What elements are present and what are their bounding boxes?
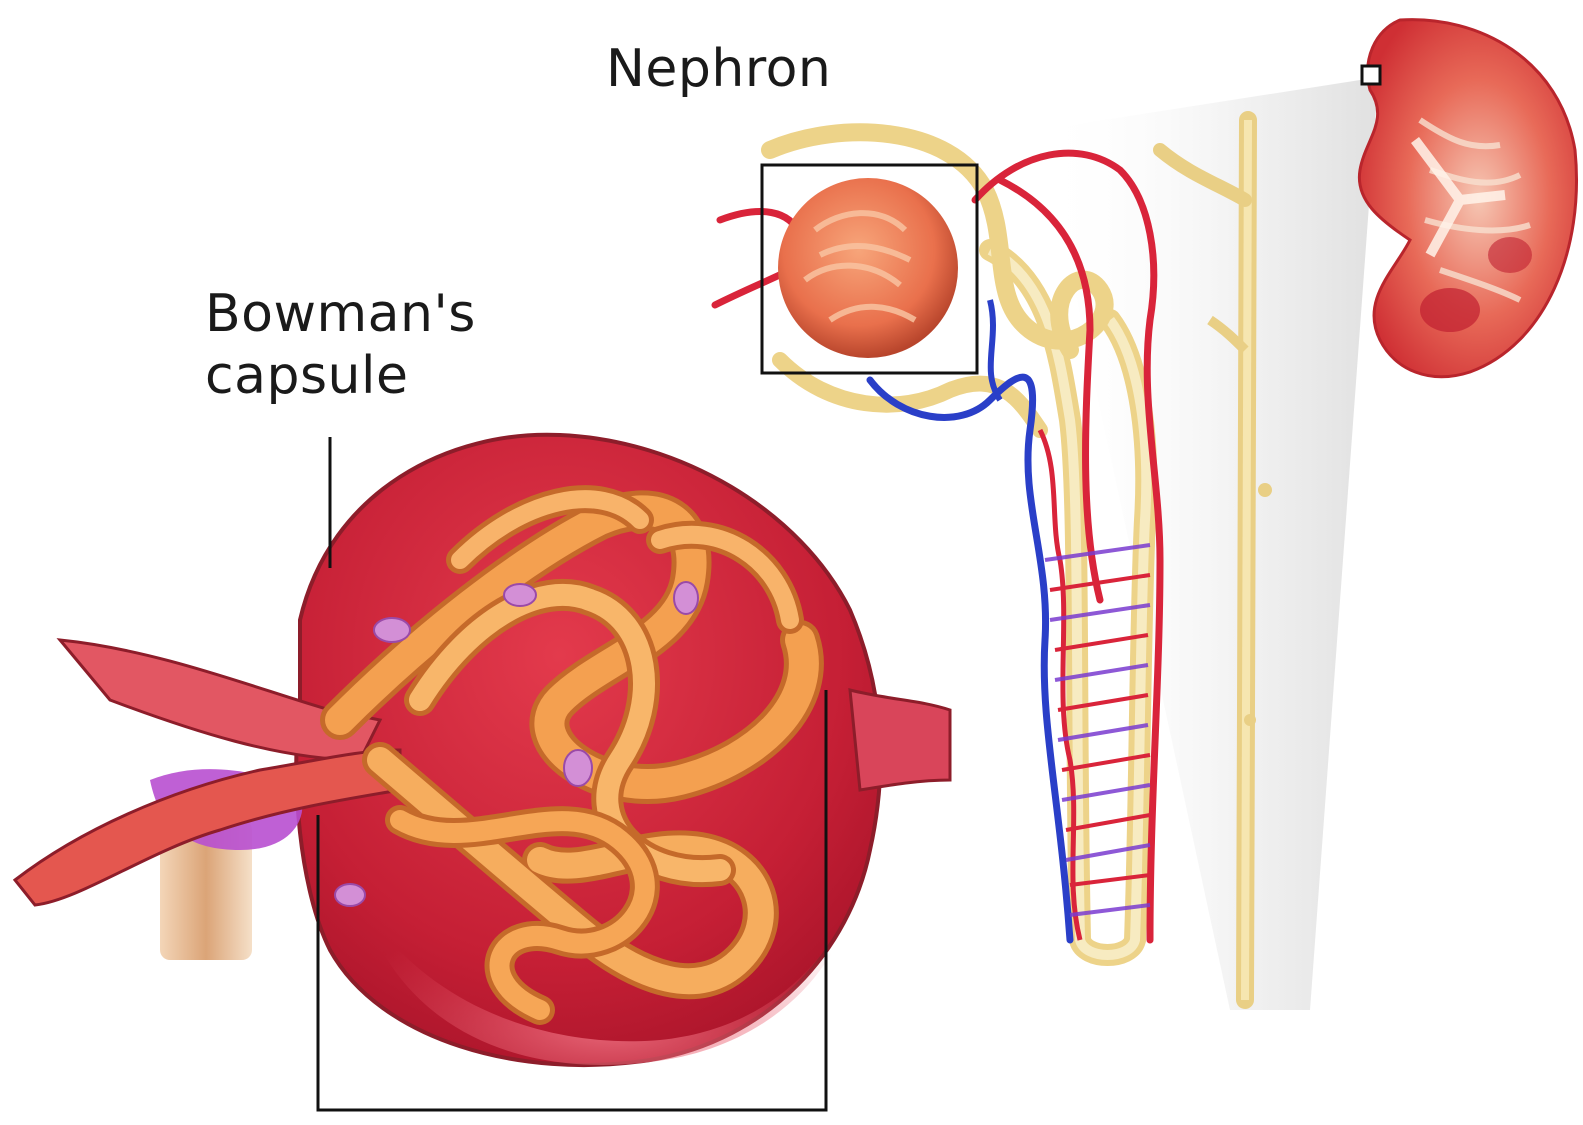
nephron-label: Nephron (606, 38, 831, 100)
kidney-zoom-marker (1362, 66, 1380, 84)
glomerulus-illustration (15, 435, 950, 1110)
bowmans-capsule-label-line1: Bowman's (205, 283, 476, 345)
bowmans-capsule-label-line2: capsule (205, 345, 476, 407)
bowmans-capsule-label: Bowman's capsule (205, 283, 476, 407)
kidney-illustration (1359, 20, 1576, 377)
